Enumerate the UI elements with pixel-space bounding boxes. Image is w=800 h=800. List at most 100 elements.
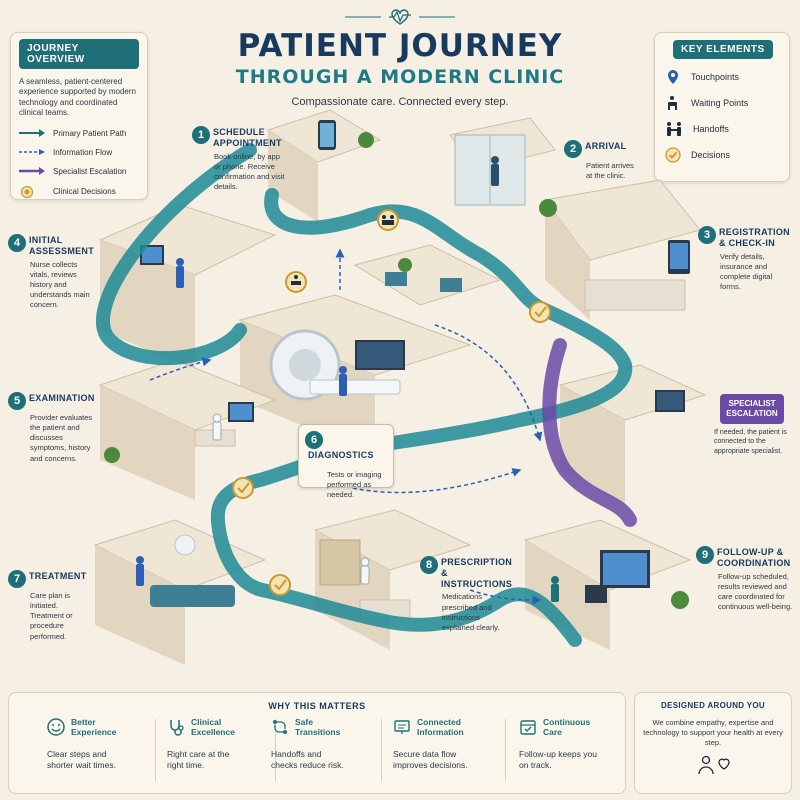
- stethoscope-icon: [170, 720, 184, 736]
- step-number: 4: [8, 234, 26, 252]
- coordinator-figure: [551, 576, 559, 602]
- step-description: Verify details, insurance and complete d…: [720, 251, 773, 291]
- why-item: Safe Transitions Handoffs and checks red…: [271, 717, 389, 771]
- nurse-figure: [176, 258, 184, 288]
- why-item: Continuous Care Follow-up keeps you on t…: [519, 717, 637, 771]
- legend-label: Clinical Decisions: [53, 187, 116, 197]
- designed-description: We combine empathy, expertise and techno…: [643, 718, 783, 748]
- why-item-title: Better Experience: [71, 717, 117, 738]
- step-description: Care plan is initiated. Treatment or pro…: [30, 591, 73, 641]
- step-title: ARRIVAL: [585, 141, 627, 151]
- decision-check-icon: [20, 185, 34, 198]
- waiting-chair-icon: [668, 96, 677, 110]
- key-element-label: Decisions: [691, 150, 731, 160]
- why-item-title: Connected Information: [417, 717, 464, 738]
- key-element-label: Waiting Points: [691, 98, 749, 108]
- step-description: Patient arrives at the clinic.: [586, 161, 634, 181]
- patient-figure: [491, 156, 499, 186]
- why-item-description: Secure data flow improves decisions.: [393, 749, 468, 771]
- legend-item: Specialist Escalation: [19, 167, 139, 176]
- step-number: 1: [192, 126, 210, 144]
- step-number: 5: [8, 392, 26, 410]
- step-title: FOLLOW-UP & COORDINATION: [717, 547, 791, 568]
- step-number: 9: [696, 546, 714, 564]
- page-title-line2: THROUGH A MODERN CLINIC: [235, 66, 565, 88]
- step-description: Provider evaluates the patient and discu…: [30, 413, 93, 463]
- decision-marker: [232, 477, 254, 499]
- step-title: SCHEDULE APPOINTMENT: [213, 127, 282, 148]
- solid-arrow-icon: [19, 129, 45, 138]
- step-description: Book online, by app or phone. Receive co…: [214, 151, 285, 191]
- key-elements-title: KEY ELEMENTS: [673, 40, 773, 59]
- key-elements-panel: KEY ELEMENTS Touchpoints Waiting Points …: [654, 32, 790, 182]
- data-icon: [394, 720, 410, 735]
- why-item-description: Right care at the right time.: [167, 749, 230, 771]
- why-item-title: Safe Transitions: [295, 717, 341, 738]
- divider: [275, 719, 276, 781]
- step-title: INITIAL ASSESSMENT: [29, 235, 95, 256]
- information-flow: [469, 589, 542, 605]
- legend-item: Information Flow: [19, 148, 139, 157]
- step-number: 6: [305, 431, 323, 449]
- decision-marker: [269, 574, 291, 596]
- handoff-marker: [377, 209, 399, 231]
- transition-icon: [273, 720, 287, 735]
- dashed-arrow-icon: [19, 149, 45, 156]
- information-flow: [299, 468, 522, 494]
- step-number: 7: [8, 570, 26, 588]
- room-schedule: [266, 109, 382, 222]
- step-6-diagnostics: 6DIAGNOSTICS Tests or imaging performed …: [298, 424, 394, 499]
- plant-icon: [104, 132, 689, 609]
- journey-overview-panel: JOURNEY OVERVIEW A seamless, patient-cen…: [10, 32, 148, 200]
- page-subtitle: Compassionate care. Connected every step…: [291, 96, 509, 108]
- legend-item: Primary Patient Path: [19, 129, 139, 138]
- room-treatment: [93, 519, 267, 665]
- step-description: Tests or imaging performed as needed.: [327, 470, 382, 500]
- journey-overview-title: JOURNEY OVERVIEW: [19, 39, 139, 69]
- step-description: Medications prescribed and instructions …: [442, 592, 500, 632]
- key-element-label: Touchpoints: [691, 72, 740, 82]
- specialist-escalation-badge: SPECIALIST ESCALATION: [720, 394, 784, 424]
- step-title: DIAGNOSTICS: [308, 450, 374, 460]
- clinic-map-illustration: [93, 109, 707, 665]
- key-element-label: Handoffs: [693, 124, 729, 134]
- information-flow: [434, 324, 543, 442]
- why-item: Better Experience Clear steps and shorte…: [47, 717, 165, 771]
- legend-label: Specialist Escalation: [53, 166, 127, 176]
- why-item-title: Clinical Excellence: [191, 717, 235, 738]
- person-heart-icon: [698, 756, 730, 775]
- room-examination: [98, 359, 277, 500]
- key-element-item: Decisions: [665, 147, 779, 163]
- room-arrival: [449, 117, 556, 206]
- specialist-escalation-description: If needed, the patient is connected to t…: [714, 429, 787, 455]
- pin-icon: [668, 70, 678, 84]
- room-registration: [544, 179, 701, 320]
- key-element-item: Handoffs: [665, 121, 779, 137]
- why-item: Connected Information Secure data flow i…: [393, 717, 511, 771]
- key-element-item: Waiting Points: [665, 95, 779, 111]
- specialist-escalation-path: [542, 338, 637, 527]
- pharmacist-figure: [360, 557, 370, 585]
- journey-overview-description: A seamless, patient-centered experience …: [19, 77, 136, 118]
- page-title: PATIENT JOURNEY: [237, 28, 563, 64]
- nurse-figure: [136, 556, 144, 586]
- doctor-figure: [212, 413, 222, 441]
- why-item-title: Continuous Care: [543, 717, 591, 738]
- why-item-description: Follow-up keeps you on track.: [519, 749, 597, 771]
- why-item-description: Clear steps and shorter wait times.: [47, 749, 116, 771]
- room-waiting: [353, 244, 502, 306]
- decision-marker: [529, 301, 551, 323]
- step-title: REGISTRATION & CHECK-IN: [719, 227, 790, 248]
- heartbeat-logo-icon: [345, 9, 455, 25]
- designed-around-you-panel: DESIGNED AROUND YOU We combine empathy, …: [634, 692, 792, 794]
- legend-label: Information Flow: [53, 147, 113, 157]
- why-this-matters-panel: WHY THIS MATTERS Better Experience Clear…: [8, 692, 626, 794]
- why-this-matters-title: WHY THIS MATTERS: [268, 701, 366, 711]
